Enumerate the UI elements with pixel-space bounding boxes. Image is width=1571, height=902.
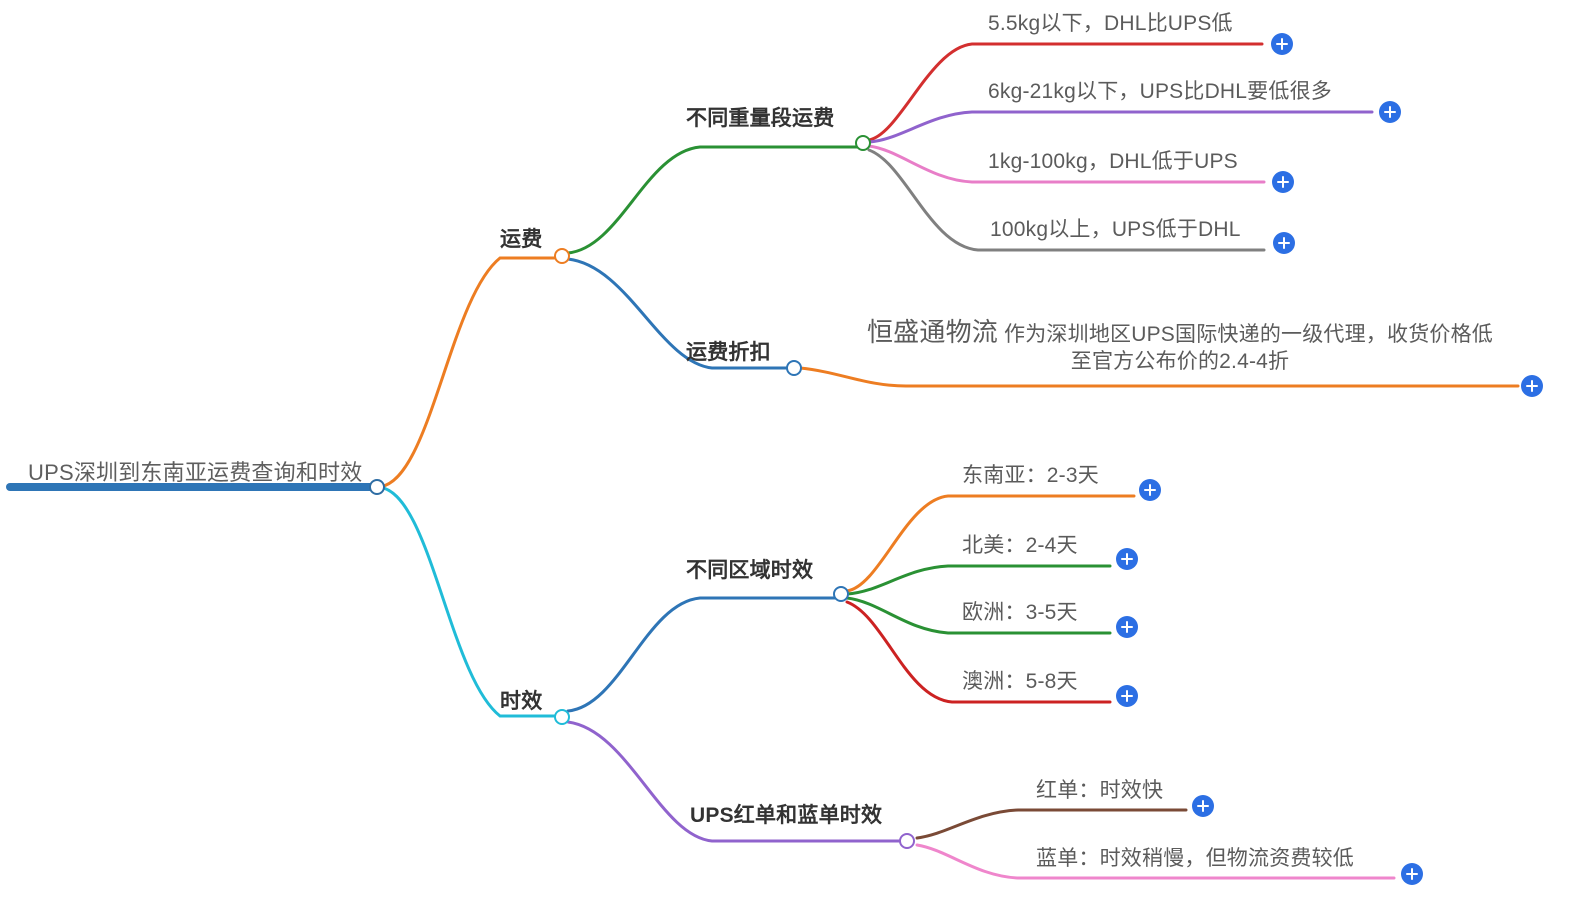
leaf-label-weight-2[interactable]: 6kg-21kg以下，UPS比DHL要低很多: [988, 80, 1332, 103]
root-node-label[interactable]: UPS深圳到东南亚运费查询和时效: [28, 460, 363, 485]
subbranch-dot-redblue[interactable]: [899, 833, 915, 849]
expand-icon-region-1[interactable]: [1139, 479, 1161, 501]
leaf-label-region-4[interactable]: 澳洲：5-8天: [962, 670, 1078, 693]
leaf-label-weight-4[interactable]: 100kg以上，UPS低于DHL: [990, 218, 1241, 241]
connector-yunfei-to-weights: [566, 145, 859, 255]
expand-icon-weight-3[interactable]: [1272, 171, 1294, 193]
leaf-lead-discount-company: 恒盛通物流: [866, 317, 998, 347]
connector-shixiao-to-regions: [566, 596, 837, 713]
connector-regions-leaf-2: [845, 564, 1112, 596]
subbranch-label-redblue[interactable]: UPS红单和蓝单时效: [690, 804, 883, 827]
subbranch-label-discount[interactable]: 运费折扣: [686, 341, 771, 364]
leaf-label-weight-3[interactable]: 1kg-100kg，DHL低于UPS: [988, 150, 1238, 173]
root-node-dot[interactable]: [369, 479, 385, 495]
branch-label-shixiao[interactable]: 时效: [500, 690, 543, 713]
connector-weights-leaf-2: [867, 110, 1374, 144]
branch-dot-yunfei[interactable]: [554, 248, 570, 264]
expand-icon-region-4[interactable]: [1116, 685, 1138, 707]
subbranch-label-regions[interactable]: 不同区域时效: [686, 559, 814, 582]
connector-root-to-shixiao: [375, 485, 558, 718]
leaf-label-redblue-2[interactable]: 蓝单：时效稍慢，但物流资费较低: [1036, 847, 1354, 870]
subbranch-dot-regions[interactable]: [833, 586, 849, 602]
leaf-label-discount-1[interactable]: 恒盛通物流 作为深圳地区UPS国际快递的一级代理，收货价格低至官方公布价的2.4…: [860, 316, 1500, 376]
expand-icon-weight-1[interactable]: [1271, 33, 1293, 55]
subbranch-dot-discount[interactable]: [786, 360, 802, 376]
subbranch-dot-weights[interactable]: [855, 135, 871, 151]
subbranch-label-weights[interactable]: 不同重量段运费: [686, 107, 835, 130]
leaf-body-discount-text: 作为深圳地区UPS国际快递的一级代理，收货价格低至官方公布价的2.4-4折: [998, 323, 1494, 374]
expand-icon-region-3[interactable]: [1116, 616, 1138, 638]
expand-icon-region-2[interactable]: [1116, 548, 1138, 570]
expand-icon-redblue-2[interactable]: [1401, 863, 1423, 885]
expand-icon-redblue-1[interactable]: [1192, 795, 1214, 817]
leaf-label-redblue-1[interactable]: 红单：时效快: [1036, 779, 1164, 802]
leaf-label-region-2[interactable]: 北美：2-4天: [962, 534, 1078, 557]
expand-icon-weight-4[interactable]: [1273, 232, 1295, 254]
branch-dot-shixiao[interactable]: [554, 709, 570, 725]
leaf-label-region-1[interactable]: 东南亚：2-3天: [962, 464, 1099, 487]
expand-icon-discount-1[interactable]: [1521, 375, 1543, 397]
expand-icon-weight-2[interactable]: [1379, 101, 1401, 123]
leaf-label-region-3[interactable]: 欧洲：3-5天: [962, 601, 1078, 624]
branch-label-yunfei[interactable]: 运费: [500, 228, 543, 251]
connector-root-to-yunfei: [375, 256, 558, 489]
leaf-label-weight-1[interactable]: 5.5kg以下，DHL比UPS低: [988, 12, 1233, 35]
connector-redblue-leaf-1: [915, 808, 1188, 840]
